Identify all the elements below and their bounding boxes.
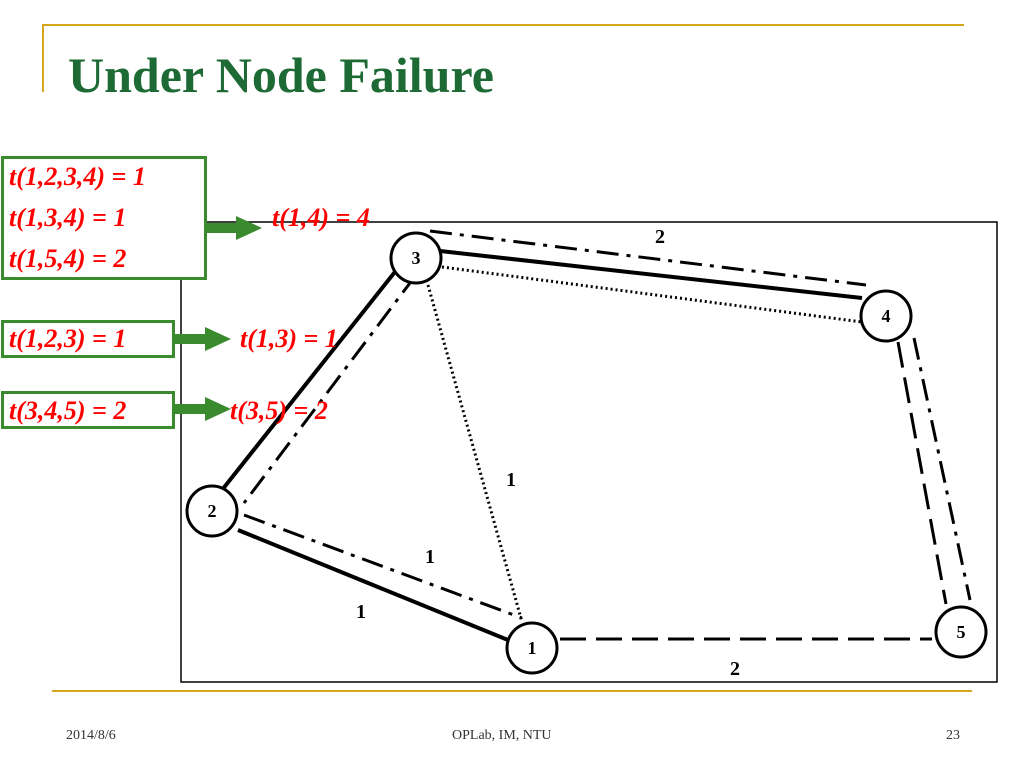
node-4: 4	[859, 289, 913, 343]
box1-line-3: t(1,5,4) = 2	[9, 244, 127, 273]
edge-2-1-solid	[237, 528, 509, 642]
footer-page-number: 23	[946, 728, 960, 743]
box3-line-1: t(3,4,5) = 2	[9, 396, 127, 425]
node-5: 5	[934, 605, 988, 659]
node-1: 1	[505, 621, 559, 675]
svg-text:5: 5	[957, 622, 966, 642]
edge-4-5-dashdot	[912, 337, 972, 601]
svg-text:3: 3	[412, 248, 421, 268]
edge-label-2-1-upper: 1	[425, 546, 435, 568]
edge-3-4-dotted	[441, 265, 863, 324]
edge-2-3-dashdot	[242, 274, 418, 504]
edge-label-3-4: 2	[655, 226, 665, 248]
svg-text:2: 2	[208, 501, 217, 521]
slide-title: Under Node Failure	[68, 47, 494, 103]
svg-text:4: 4	[882, 306, 891, 326]
edge-2-3-solid	[220, 266, 400, 492]
edge-4-5-dashed	[896, 341, 948, 605]
box2-result: t(1,3) = 1	[240, 324, 338, 353]
edge-3-4-solid	[439, 249, 863, 300]
path-box-3	[1, 391, 175, 429]
arrow-2	[175, 327, 231, 351]
svg-text:1: 1	[528, 638, 537, 658]
edge-label-1-5: 2	[730, 658, 740, 680]
box1-line-1: t(1,2,3,4) = 1	[9, 162, 146, 191]
path-box-2	[1, 320, 175, 358]
arrow-3	[175, 397, 231, 421]
edge-2-1-dashdot	[243, 513, 523, 620]
arrow-1	[206, 216, 262, 240]
footer-center: OPLab, IM, NTU	[452, 728, 552, 743]
edge-3-4-dashdot	[429, 229, 867, 287]
path-box-1	[1, 156, 207, 280]
box1-result: t(1,4) = 4	[272, 203, 370, 232]
box1-line-2: t(1,3,4) = 1	[9, 203, 127, 232]
box2-line-1: t(1,2,3) = 1	[9, 324, 127, 353]
left-rule	[42, 24, 44, 92]
edge-3-1-dotted	[426, 284, 524, 623]
node-2: 2	[185, 484, 239, 538]
graph-frame	[180, 221, 998, 683]
box3-result: t(3,5) = 2	[230, 396, 328, 425]
edge-label-2-1-lower: 1	[356, 601, 366, 623]
footer-date: 2014/8/6	[66, 728, 116, 743]
bottom-rule	[52, 690, 972, 692]
node-3: 3	[389, 231, 443, 285]
top-rule	[42, 24, 964, 26]
edge-label-3-1: 1	[506, 469, 516, 491]
